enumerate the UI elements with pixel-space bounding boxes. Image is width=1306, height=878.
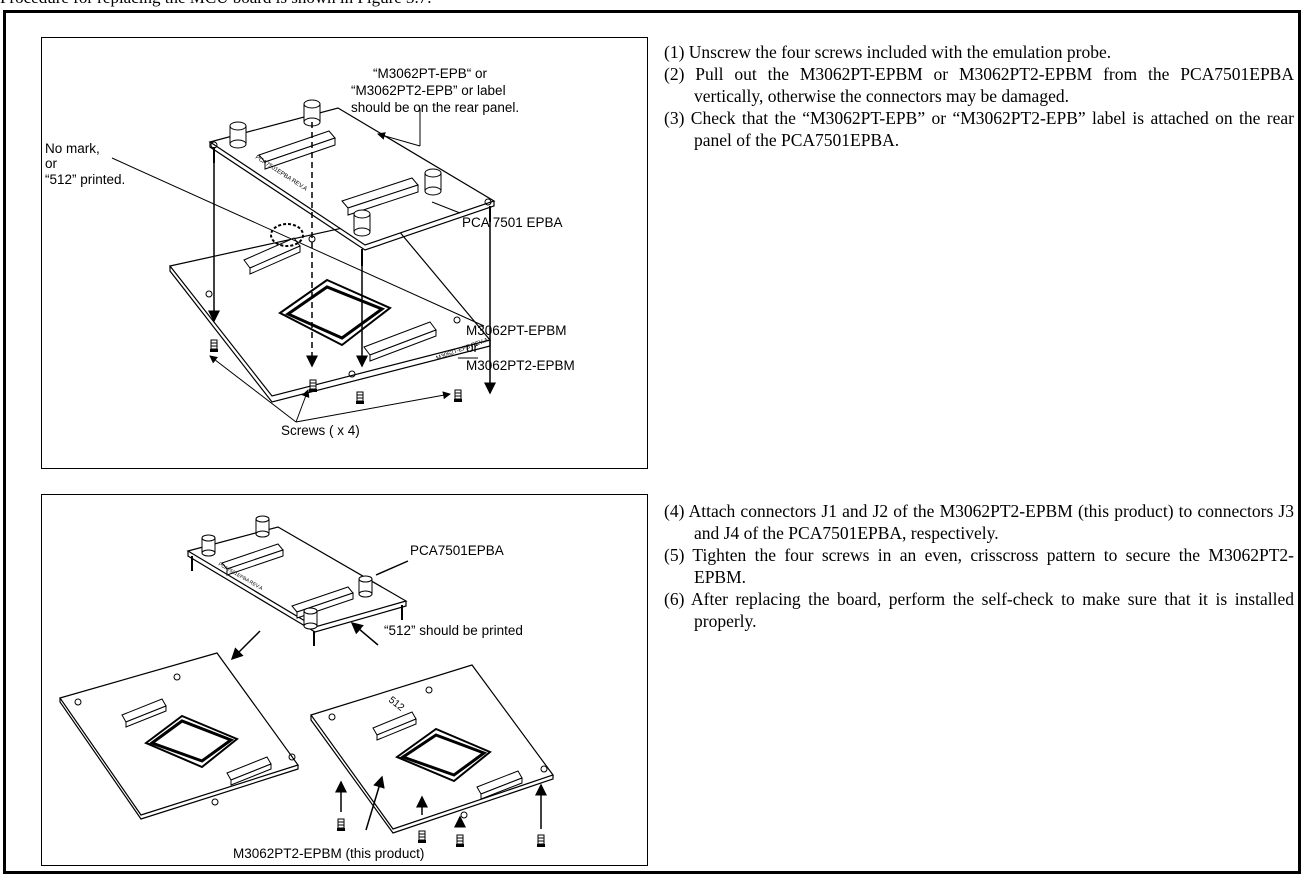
procedure-frame <box>3 10 1301 874</box>
mark-area-ellipse <box>270 223 304 247</box>
label-mark-3: “512” printed. <box>45 172 125 187</box>
steps-remove: (1) Unscrew the four screws included wit… <box>664 41 1294 151</box>
step-1: (1) Unscrew the four screws included wit… <box>664 42 1112 62</box>
right-board: 512 <box>310 664 554 834</box>
label-pca: PCA 7501 EPBA <box>462 215 563 230</box>
left-board <box>59 652 299 820</box>
label-rear-1: “M3062PT-EPB“ or <box>373 66 488 81</box>
figure-2-drawing: PCA7501EPBA REV.A <box>59 515 554 861</box>
label-epbm-3: M3062PT2-EPBM <box>466 358 575 373</box>
step-4: (4) Attach connectors J1 and J2 of the M… <box>664 501 1294 543</box>
upper-board: PCA7501EPBA REV.A <box>208 99 496 266</box>
step-3: (3) Check that the “M3062PT-EPB” or “M30… <box>664 108 1294 150</box>
label-screws: Screws ( x 4) <box>281 423 360 438</box>
step-6: (6) After replacing the board, perform t… <box>664 589 1294 631</box>
steps-attach: (4) Attach connectors J1 and J2 of the M… <box>664 500 1294 632</box>
label-epbm-this-product: M3062PT2-EPBM (this product) <box>233 846 424 861</box>
label-mark-2: or <box>45 156 58 171</box>
step-5: (5) Tighten the four screws in an even, … <box>664 545 1294 587</box>
lower-board: M3062T-EPB REV.A <box>168 217 492 403</box>
label-epbm-2: or <box>466 340 479 355</box>
pca-board: PCA7501EPBA REV.A <box>186 515 408 646</box>
label-mark-1: No mark, <box>45 141 100 156</box>
label-pca-2: PCA7501EPBA <box>410 543 504 558</box>
label-rear-3: should be on the rear panel. <box>351 100 519 115</box>
caption: Procedure for replacing the MCU board is… <box>0 0 432 8</box>
label-epbm-1: M3062PT-EPBM <box>466 323 567 338</box>
figure-attach-board: PCA7501EPBA REV.A <box>41 494 648 866</box>
figure-remove-board: M3062T-EPB REV.A PCA7501EPBA R <box>41 37 648 469</box>
label-rear-2: “M3062PT2-EPB” or label <box>351 83 506 98</box>
label-512: “512” should be printed <box>384 623 523 638</box>
step-2: (2) Pull out the M3062PT-EPBM or M3062PT… <box>664 64 1294 106</box>
figure-1-drawing: M3062T-EPB REV.A PCA7501EPBA R <box>45 66 575 438</box>
